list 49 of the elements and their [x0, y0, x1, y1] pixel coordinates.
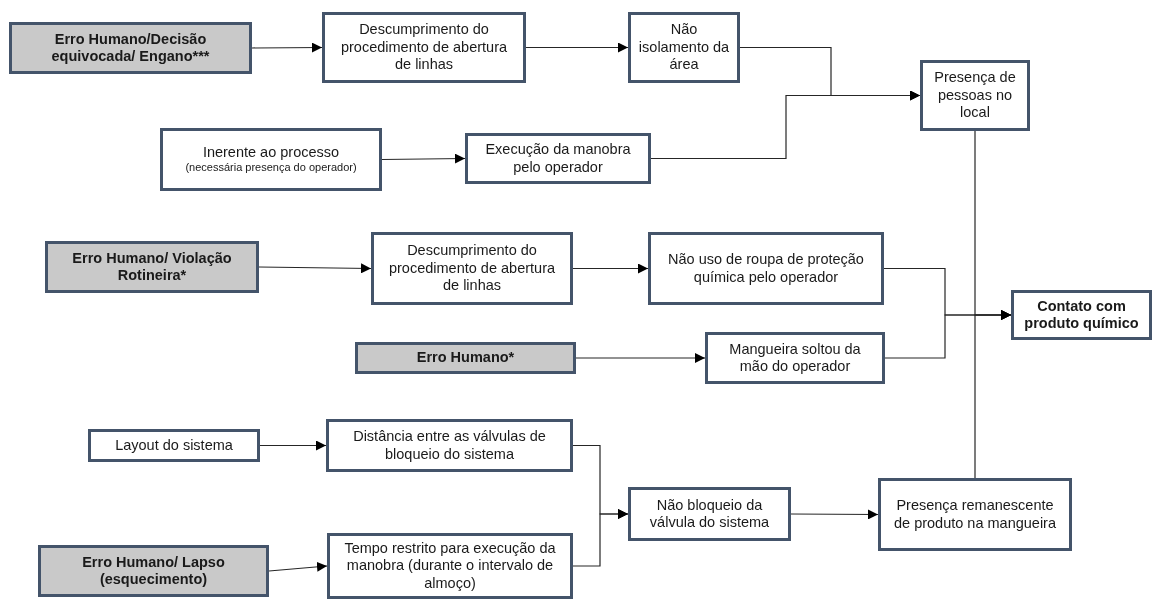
- event-box: [326, 419, 573, 472]
- event-box: [160, 128, 382, 191]
- box-label: Não uso de roupa de proteção química pelo operador: [667, 251, 865, 286]
- note-text: (necessária presença do operador): [185, 161, 357, 176]
- event-box: [628, 487, 791, 541]
- box-label: Mangueira soltou da mão do operador: [728, 340, 862, 376]
- box-label: Não bloqueio da válvula do sistema: [648, 496, 771, 532]
- cause-box: [355, 342, 576, 374]
- box-label: Descumprimento do procedimento de abertura de linhas: [339, 21, 509, 74]
- arrow: [572, 263, 649, 274]
- arrow: [259, 440, 327, 451]
- arrow: [575, 353, 706, 363]
- cause-box: [38, 545, 269, 597]
- box-label: Presença de pessoas no local: [933, 69, 1017, 122]
- arrow: [251, 42, 323, 53]
- box-label: Erro Humano/ Violação Rotineira*: [71, 249, 233, 285]
- event-box: [705, 332, 885, 384]
- event-box: [465, 133, 651, 184]
- cause-box: [9, 22, 252, 74]
- event-box: [628, 12, 740, 83]
- event-box: [878, 478, 1072, 551]
- box-label: Distância entre as válvulas de bloqueio do sistema: [352, 428, 547, 463]
- arrow: [381, 153, 466, 164]
- box-label: Descumprimento do procedimento de abertura de linhas: [387, 242, 557, 295]
- event-box: [371, 232, 573, 305]
- box-label: Presença remanescente de produto na mangueira: [892, 497, 1057, 532]
- box-label: Erro Humano*: [416, 349, 515, 367]
- arrow: [572, 509, 629, 567]
- box-label: Layout do sistema: [115, 436, 233, 455]
- box-label: Execução da manobra pelo operador: [484, 141, 632, 176]
- event-box: [920, 60, 1030, 131]
- arrow: [258, 263, 372, 274]
- box-label: Erro Humano/Decisão equivocada/ Engano***: [50, 30, 211, 66]
- event-box: [648, 232, 884, 305]
- arrow: [650, 90, 921, 160]
- event-box: [327, 533, 573, 599]
- box-label: Tempo restrito para execução da manobra (durante o intervalo de almoço): [343, 539, 557, 593]
- event-box: [88, 429, 260, 462]
- arrow: [974, 310, 1012, 479]
- arrow: [525, 42, 629, 53]
- event-box: [1011, 290, 1152, 340]
- box-label: Erro Humano/ Lapso (esquecimento): [81, 553, 226, 589]
- box-label: Não isolamento da área: [637, 21, 731, 74]
- arrow: [790, 509, 879, 520]
- arrow: [268, 561, 328, 572]
- box-label: Contato com produto químico: [1023, 297, 1140, 333]
- box-label: Inerente ao processo: [202, 143, 340, 162]
- event-box: [322, 12, 526, 83]
- cause-box: [45, 241, 259, 293]
